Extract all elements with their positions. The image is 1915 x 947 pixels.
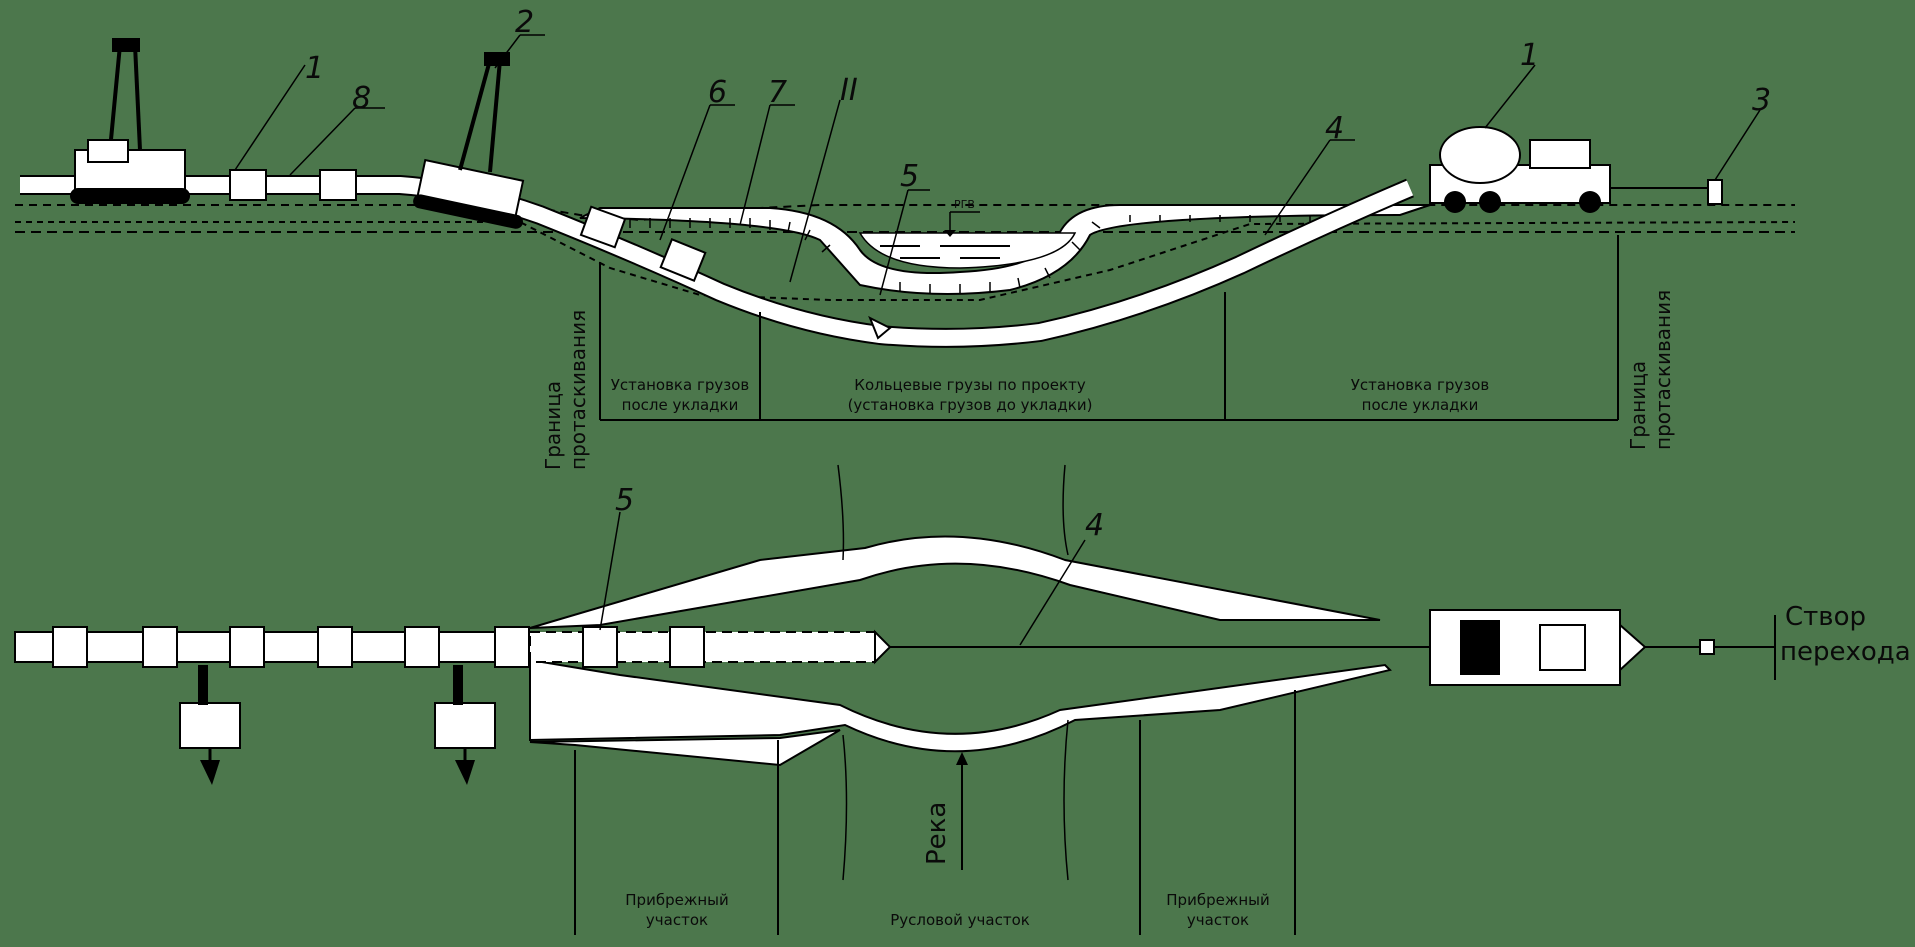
winch-tractor-profile bbox=[1429, 126, 1710, 213]
bank-bottom bbox=[529, 658, 1392, 753]
plan-zone-center: Русловой участок bbox=[890, 911, 1030, 929]
marker-8: 8 bbox=[352, 81, 371, 116]
pipelayer-1-profile bbox=[70, 38, 190, 204]
plan-zone-right-line2: участок bbox=[1187, 911, 1249, 929]
pipelayer-2-plan bbox=[434, 665, 496, 785]
plan-zone-left-line1: Прибрежный bbox=[625, 891, 728, 909]
anchor-plan bbox=[1699, 639, 1715, 655]
crossing-label-line2: перехода bbox=[1780, 637, 1911, 667]
marker-5-profile: 5 bbox=[900, 159, 919, 194]
pull-head-profile bbox=[868, 315, 892, 340]
marker-1-right: 1 bbox=[1520, 38, 1539, 73]
marker-4-plan: 4 bbox=[1085, 508, 1104, 543]
bank-top bbox=[529, 535, 1381, 629]
winch-tractor-plan bbox=[1429, 609, 1700, 686]
river-channel bbox=[579, 204, 1431, 295]
ground-surface bbox=[15, 204, 1796, 301]
marker-7: 7 bbox=[768, 75, 787, 110]
boundary-left-line1: Граница bbox=[541, 381, 565, 470]
bank-bottom-left bbox=[529, 729, 841, 767]
profile-zone-center-line1: Кольцевые грузы по проекту bbox=[854, 376, 1086, 394]
marker-5-plan: 5 bbox=[615, 483, 634, 518]
water-surface bbox=[858, 211, 1077, 269]
boundary-left-line2: протаскивания bbox=[566, 310, 590, 470]
profile-zone-center-line2: (установка грузов до укладки) bbox=[848, 396, 1093, 414]
pipelayer-2-profile bbox=[413, 52, 525, 229]
plan-zone-right-line1: Прибрежный bbox=[1166, 891, 1269, 909]
marker-6: 6 bbox=[708, 75, 727, 110]
profile-view: РГВ bbox=[15, 5, 1796, 470]
profile-zone-right-line2: после укладки bbox=[1362, 396, 1479, 414]
water-level-label: РГВ bbox=[954, 198, 975, 211]
pipelayer-1-plan bbox=[179, 665, 241, 785]
profile-leaders bbox=[234, 34, 1761, 296]
plan-view: 5 4 Река Прибрежный участок Русловой уча… bbox=[14, 464, 1911, 935]
marker-1-left: 1 bbox=[305, 51, 324, 86]
river-banks bbox=[837, 464, 1069, 881]
profile-zone-right-line1: Установка грузов bbox=[1351, 376, 1489, 394]
profile-zone-lines bbox=[599, 235, 1619, 421]
marker-2: 2 bbox=[515, 5, 534, 40]
pipeline-plan bbox=[14, 626, 1430, 668]
river-label: Река bbox=[922, 802, 952, 865]
trench-hatching bbox=[609, 215, 1341, 294]
marker-4-profile: 4 bbox=[1325, 111, 1344, 146]
anchor-profile bbox=[1707, 179, 1723, 205]
crossing-label-line1: Створ bbox=[1785, 602, 1866, 632]
boundary-right-line2: протаскивания bbox=[1651, 290, 1675, 450]
ring-weights-profile bbox=[229, 169, 707, 282]
boundary-right-line1: Граница bbox=[1626, 361, 1650, 450]
marker-ii: II bbox=[840, 73, 858, 108]
profile-zone-left-line2: после укладки bbox=[622, 396, 739, 414]
plan-zone-lines bbox=[574, 690, 1296, 935]
marker-3: 3 bbox=[1752, 83, 1771, 118]
profile-zone-left-line1: Установка грузов bbox=[611, 376, 749, 394]
plan-zone-left-line2: участок bbox=[646, 911, 708, 929]
